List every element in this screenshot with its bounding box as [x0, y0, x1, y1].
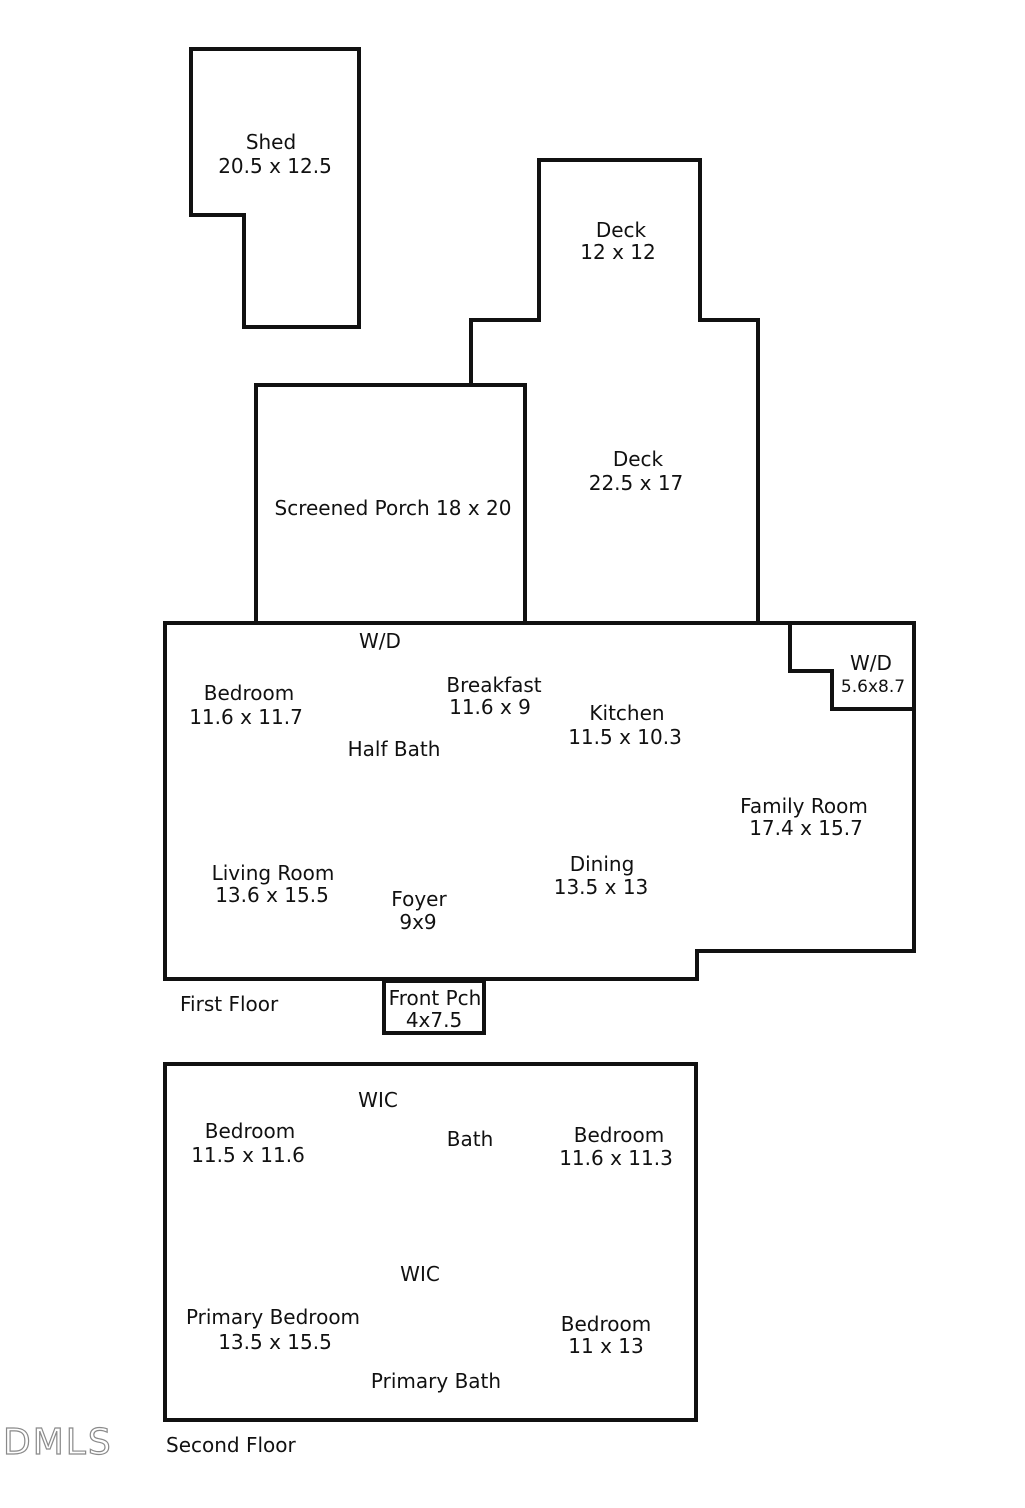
dining-name: Dining	[570, 852, 635, 876]
family-room-dims: 17.4 x 15.7	[749, 816, 863, 840]
wd-closet-outline	[788, 623, 914, 711]
primary-bedroom-dims: 13.5 x 15.5	[218, 1330, 332, 1354]
breakfast-name: Breakfast	[446, 673, 541, 697]
bedroom-left-dims: 11.5 x 11.6	[191, 1143, 305, 1167]
kitchen-dims: 11.5 x 10.3	[568, 725, 682, 749]
wd-closet-dims: 5.6x8.7	[841, 677, 905, 697]
bedroom-right-name: Bedroom	[574, 1123, 664, 1147]
deck-lower-name: Deck	[613, 447, 664, 471]
bedroom-bottom-name: Bedroom	[561, 1312, 651, 1336]
deck-upper-name: Deck	[596, 218, 647, 242]
primary-bath-label: Primary Bath	[371, 1369, 501, 1393]
dmls-watermark: DMLS	[3, 1422, 113, 1463]
primary-bedroom-name: Primary Bedroom	[186, 1305, 360, 1329]
bedroom-right-dims: 11.6 x 11.3	[559, 1146, 673, 1170]
second-floor-outline	[163, 1062, 698, 1422]
front-porch-dims: 4x7.5	[406, 1008, 462, 1032]
front-porch-name: Front Pch	[389, 986, 482, 1010]
screened-porch-label: Screened Porch 18 x 20	[275, 496, 512, 520]
family-room-name: Family Room	[740, 794, 868, 818]
first-floor-outline	[163, 621, 916, 981]
living-room-name: Living Room	[212, 861, 335, 885]
first-floor-caption: First Floor	[180, 992, 279, 1016]
kitchen-name: Kitchen	[589, 701, 664, 725]
bedroom-left-name: Bedroom	[205, 1119, 295, 1143]
deck-upper-dims: 12 x 12	[580, 240, 655, 264]
shed-name: Shed	[246, 130, 296, 154]
front-porch-outline	[382, 979, 486, 1035]
shed-outline	[189, 47, 361, 329]
breakfast-dims: 11.6 x 9	[449, 695, 531, 719]
deck-lower-dims: 22.5 x 17	[589, 471, 684, 495]
bedroom-bottom-dims: 11 x 13	[568, 1334, 643, 1358]
half-bath-label: Half Bath	[348, 737, 441, 761]
dining-dims: 13.5 x 13	[554, 875, 649, 899]
bedroom-first-name: Bedroom	[204, 681, 294, 705]
second-floor-caption: Second Floor	[166, 1433, 296, 1457]
bath-label: Bath	[447, 1127, 494, 1151]
wd-main-label: W/D	[359, 629, 401, 653]
living-room-dims: 13.6 x 15.5	[215, 883, 329, 907]
bedroom-first-dims: 11.6 x 11.7	[189, 705, 303, 729]
wd-closet-name: W/D	[850, 651, 892, 675]
foyer-dims: 9x9	[399, 910, 436, 934]
shed-dims: 20.5 x 12.5	[218, 154, 332, 178]
foyer-name: Foyer	[391, 887, 447, 911]
wic-mid-label: WIC	[400, 1262, 440, 1286]
wic-top-label: WIC	[358, 1088, 398, 1112]
